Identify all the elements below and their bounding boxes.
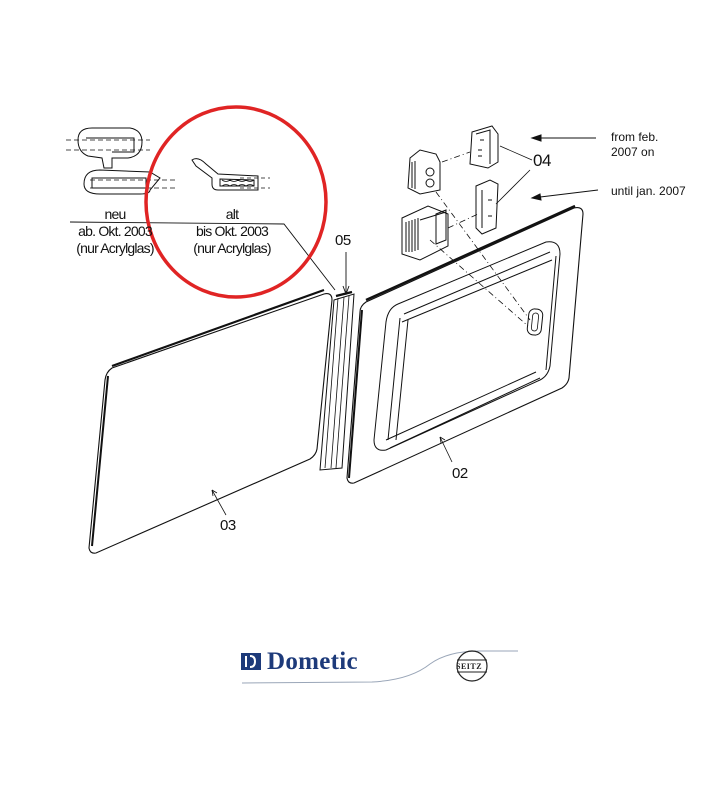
dometic-logo-text: Dometic	[267, 648, 358, 675]
note-from-line1: from feb.	[611, 130, 659, 144]
profile-leader-line	[69, 221, 336, 291]
profile-neu-date: ab. Okt. 2003	[78, 223, 152, 239]
part-02-frame	[346, 204, 584, 484]
profile-alt-label: alt bis Okt. 2003 (nur Acrylglas)	[180, 206, 284, 257]
part-number-03: 03	[220, 517, 236, 534]
part-05-seal-strip	[319, 252, 355, 471]
part-number-05: 05	[335, 232, 351, 249]
part-03-pane	[88, 288, 333, 554]
profile-neu-note: (nur Acrylglas)	[76, 240, 154, 256]
part-number-04: 04	[533, 151, 551, 170]
note-from-feb-2007: from feb. 2007 on	[611, 130, 658, 160]
note-until-jan-2007: until jan. 2007	[611, 184, 686, 198]
profile-alt-drawing	[191, 158, 270, 191]
profile-neu-label: neu ab. Okt. 2003 (nur Acrylglas)	[70, 206, 160, 257]
part-number-02: 02	[452, 465, 468, 482]
note-arrows	[530, 134, 599, 201]
highlight-circle	[144, 105, 328, 299]
part-04-hardware	[401, 125, 533, 327]
dometic-logo-mark	[241, 653, 261, 670]
seitz-logo	[456, 650, 488, 682]
profile-neu-title: neu	[104, 206, 127, 222]
profile-alt-note: (nur Acrylglas)	[193, 240, 271, 256]
profile-neu-drawing	[66, 127, 175, 195]
profile-alt-date: bis Okt. 2003	[195, 223, 269, 239]
seitz-logo-text: SEITZ	[456, 662, 483, 671]
profile-alt-title: alt	[225, 206, 239, 222]
note-from-line2: 2007 on	[611, 145, 655, 159]
